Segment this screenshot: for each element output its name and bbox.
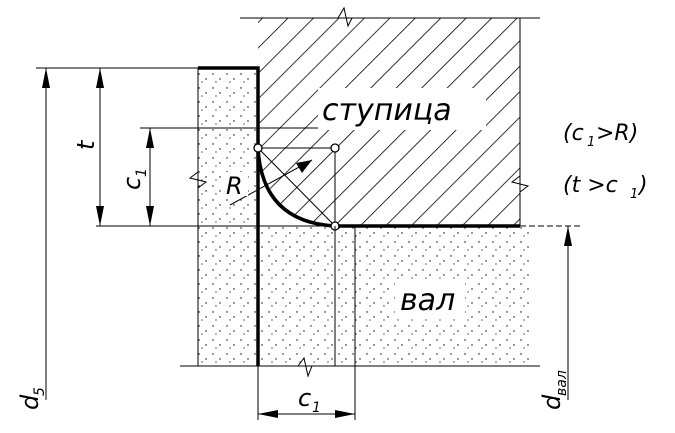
hub-label: ступица bbox=[322, 93, 452, 128]
d5-sub: 5 bbox=[32, 387, 48, 396]
dim-c1-bottom-arrow-right bbox=[335, 410, 355, 418]
dval-sub: вал bbox=[554, 370, 570, 396]
radius-arrowhead bbox=[296, 160, 312, 173]
dim-dval-arrow bbox=[564, 226, 572, 246]
dim-c1-bottom-arrow-left bbox=[258, 410, 278, 418]
radius-label-bg bbox=[224, 172, 248, 196]
break-mark-left bbox=[188, 171, 208, 189]
shaft-label-bg bbox=[395, 282, 465, 318]
dim-t-arrow-bottom bbox=[96, 206, 104, 226]
point-top-right bbox=[330, 143, 340, 153]
dim-c1-left-arrow-top bbox=[146, 128, 154, 148]
break-mark-top bbox=[337, 6, 353, 28]
condition-t-gt-c1: (t >c 1 ) bbox=[563, 173, 648, 202]
fillet-curve bbox=[256, 147, 520, 228]
break-mark-bottom bbox=[297, 356, 313, 378]
hub-label-bg bbox=[318, 88, 486, 130]
chamfer-diagonal bbox=[257, 147, 336, 227]
shaft-contour bbox=[198, 66, 260, 366]
radius-leader bbox=[229, 159, 313, 206]
cond2-text: (t >c bbox=[563, 173, 618, 198]
shaft-upper-section bbox=[198, 68, 258, 226]
cond1-text: (c bbox=[563, 121, 584, 146]
dim-c1-left-arrow-bottom bbox=[146, 206, 154, 226]
d5-label: d bbox=[16, 394, 44, 410]
break-mark-right bbox=[510, 175, 530, 193]
c1-left-label: c bbox=[118, 177, 146, 190]
dim-t-arrow-top bbox=[96, 68, 104, 88]
cond2-sub: 1 bbox=[630, 187, 638, 202]
dval-label: d bbox=[538, 394, 566, 410]
cond1-sub: 1 bbox=[587, 135, 595, 150]
c1-left-sub: 1 bbox=[134, 168, 150, 177]
cond1-rest: >R) bbox=[596, 121, 638, 146]
dim-d5-arrow bbox=[42, 68, 50, 88]
shaft-label: вал bbox=[400, 283, 455, 318]
c1-bottom-sub: 1 bbox=[312, 400, 321, 416]
cond2-rest: ) bbox=[637, 173, 648, 198]
radius-label: R bbox=[226, 172, 243, 200]
point-top-left bbox=[253, 143, 263, 153]
chamfer-square bbox=[257, 147, 336, 227]
t-label: t bbox=[72, 139, 100, 150]
shaft-section bbox=[198, 226, 530, 366]
condition-c1-gt-r: (c 1 >R) bbox=[563, 121, 638, 150]
c1-bottom-label: c bbox=[298, 384, 311, 412]
